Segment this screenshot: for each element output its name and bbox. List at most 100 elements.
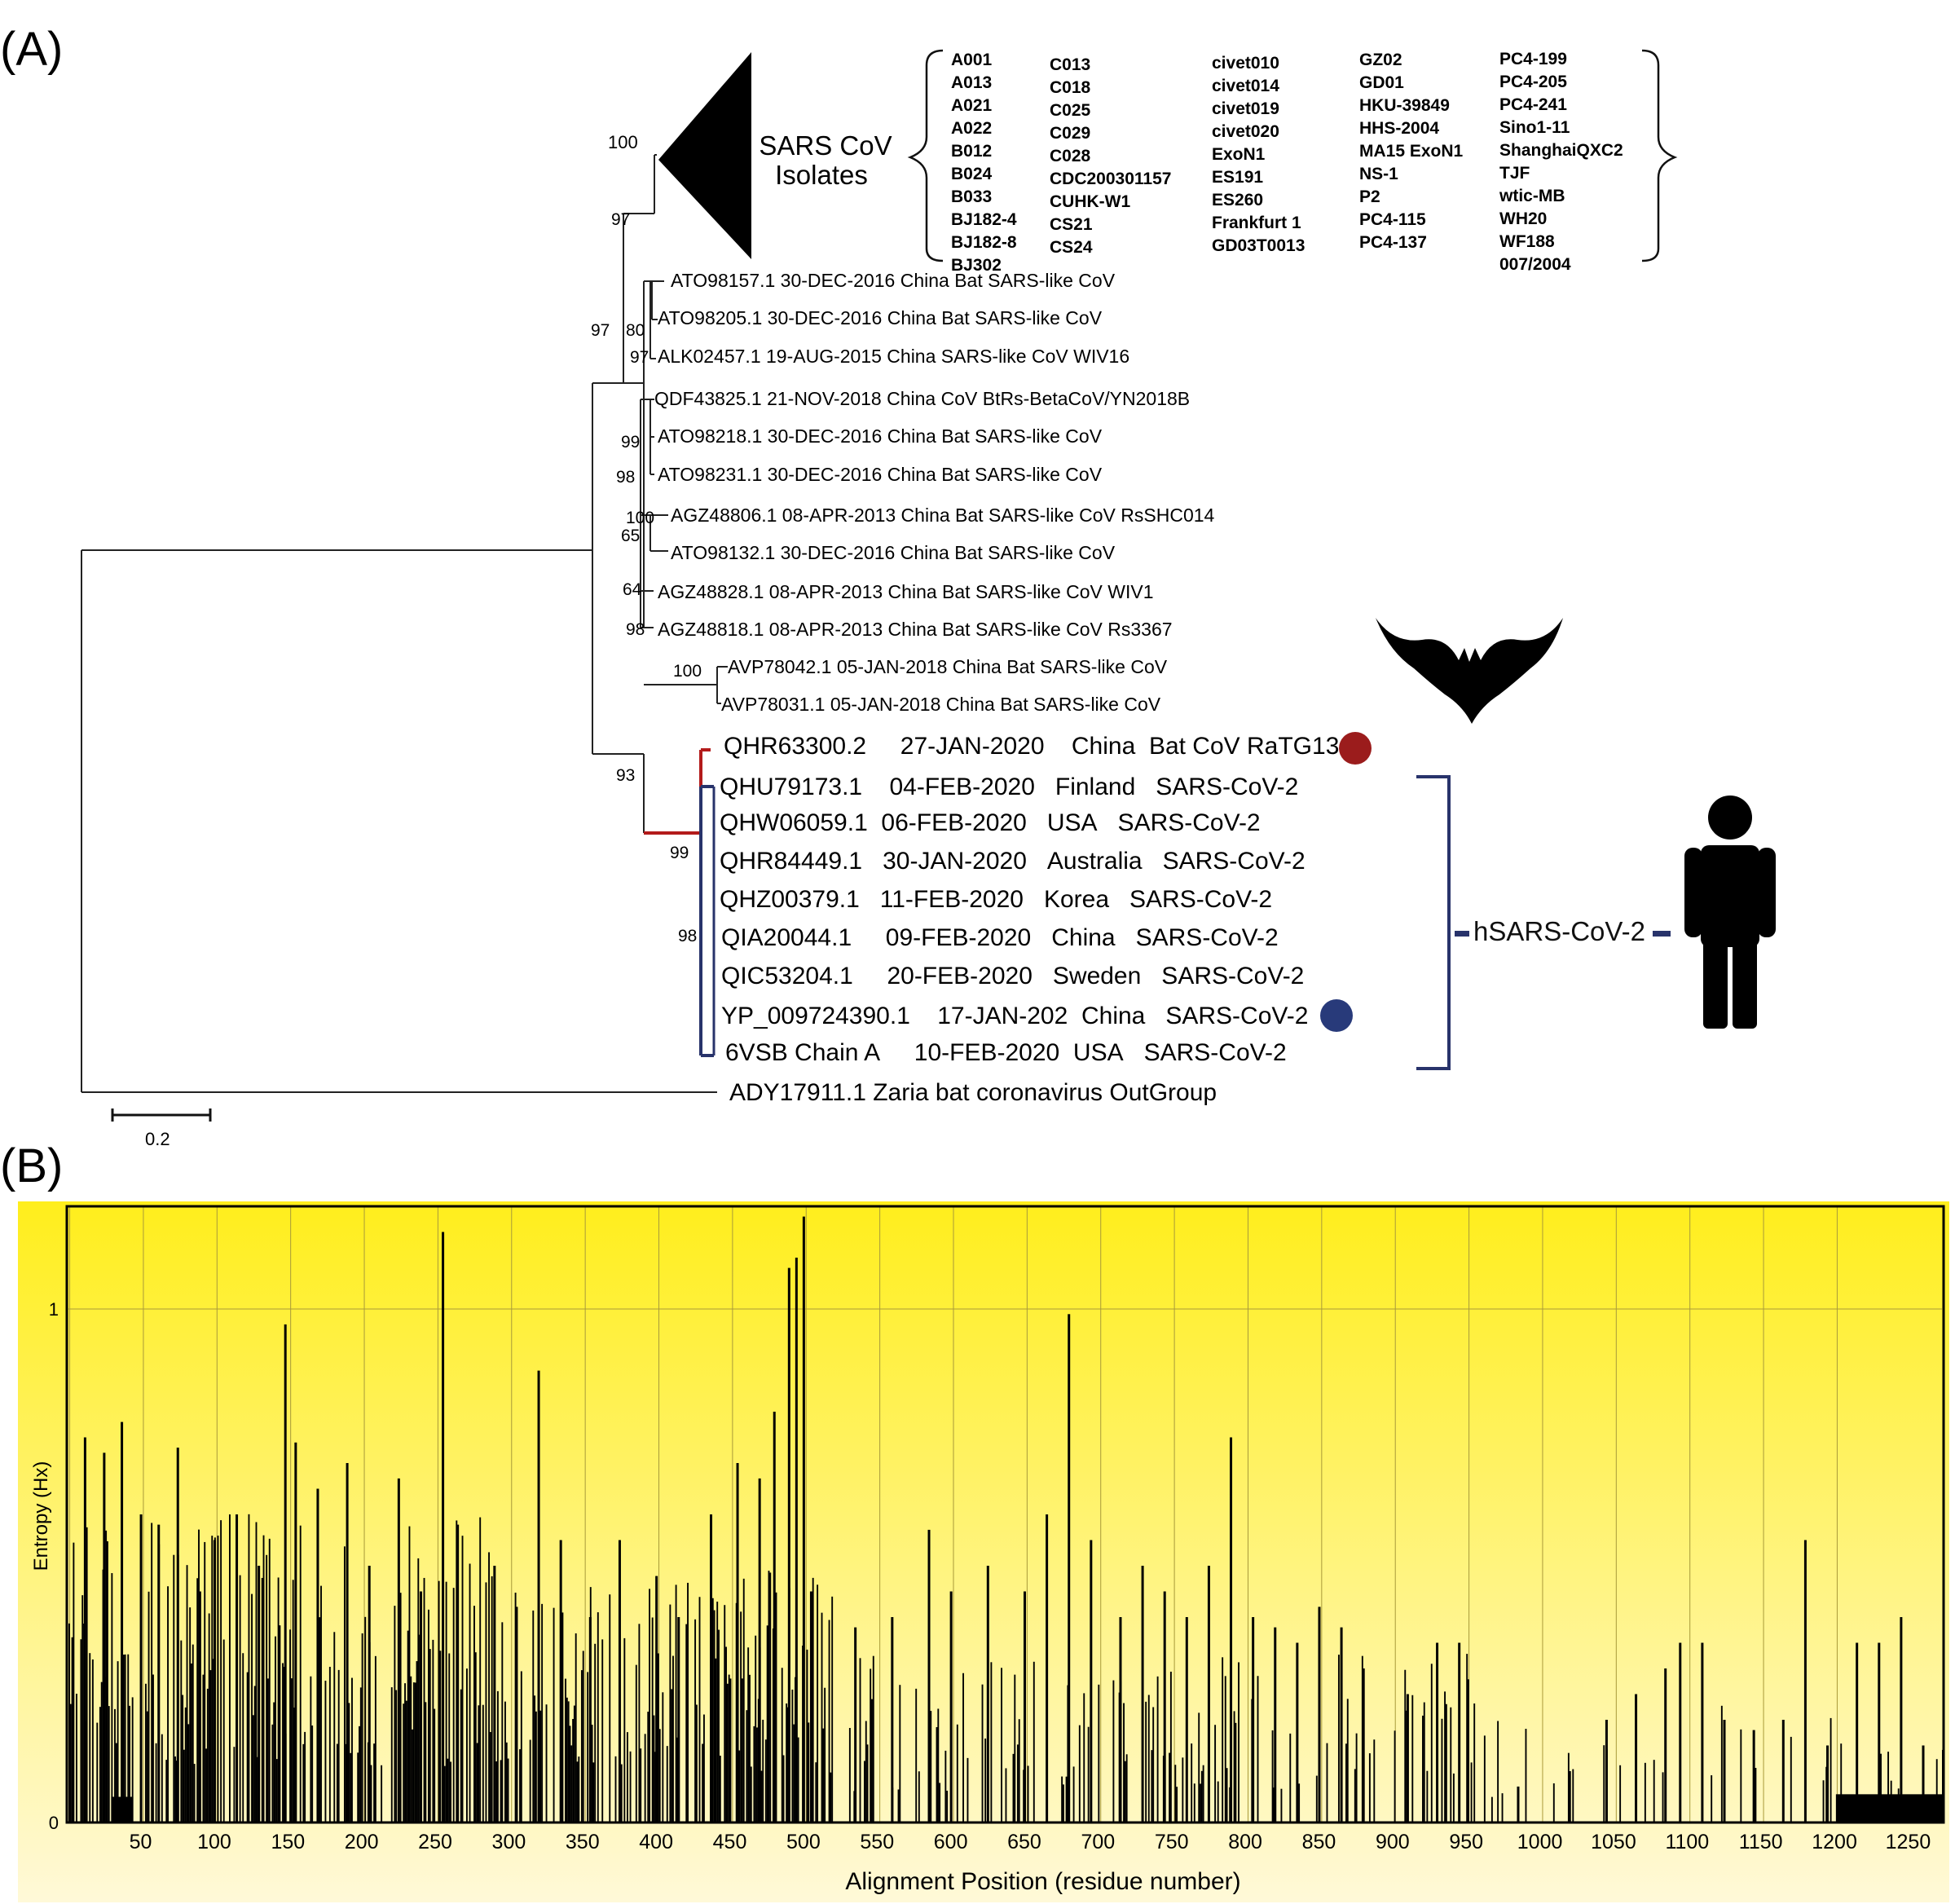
entropy-peak	[157, 1524, 161, 1822]
isolate-label: CDC200301157	[1050, 170, 1171, 188]
ratg13-dot	[1339, 732, 1372, 765]
entropy-bar	[1156, 1676, 1159, 1822]
entropy-bar	[73, 1542, 75, 1822]
entropy-bar	[271, 1724, 274, 1822]
entropy-bar	[311, 1726, 314, 1822]
entropy-bar	[1935, 1759, 1938, 1822]
entropy-peak	[1406, 1694, 1409, 1822]
entropy-bar	[206, 1688, 209, 1822]
entropy-bar	[1373, 1739, 1376, 1822]
entropy-bar	[208, 1613, 210, 1822]
entropy-bar	[742, 1578, 745, 1822]
entropy-bar	[404, 1683, 406, 1822]
entropy-bar	[469, 1563, 471, 1822]
entropy-bar	[277, 1577, 280, 1822]
entropy-bar	[570, 1745, 573, 1822]
entropy-bar	[423, 1577, 425, 1822]
entropy-bar	[638, 1624, 641, 1822]
entropy-bar	[1062, 1784, 1064, 1822]
entropy-bar	[474, 1652, 477, 1822]
entropy-peak	[1679, 1642, 1682, 1822]
entropy-bar	[432, 1639, 434, 1822]
entropy-bar	[131, 1697, 134, 1822]
entropy-bar	[273, 1702, 275, 1822]
entropy-bar	[1326, 1743, 1328, 1822]
entropy-bar	[582, 1651, 584, 1822]
entropy-bar	[476, 1743, 478, 1822]
entropy-bar	[532, 1610, 535, 1822]
entropy-bar	[173, 1554, 175, 1822]
x-tick-label: 950	[1449, 1831, 1483, 1853]
entropy-bar	[71, 1637, 73, 1822]
x-tick-label: 600	[934, 1831, 968, 1853]
leaf-label: ATO98132.1 30-DEC-2016 China Bat SARS-li…	[671, 542, 1116, 563]
entropy-bar	[252, 1715, 254, 1822]
entropy-bar	[1497, 1721, 1499, 1822]
isolate-label: Frankfurt 1	[1212, 214, 1301, 232]
entropy-bar	[489, 1731, 491, 1822]
root-branch	[81, 549, 717, 1093]
entropy-bar	[108, 1706, 110, 1822]
x-tick-label: 850	[1302, 1831, 1336, 1853]
entropy-bar	[870, 1668, 872, 1822]
entropy-bar	[1083, 1693, 1085, 1822]
entropy-peak	[1023, 1591, 1026, 1822]
entropy-bar	[539, 1710, 542, 1822]
entropy-bar	[1112, 1680, 1115, 1822]
entropy-bar	[726, 1683, 729, 1822]
entropy-peak	[1723, 1720, 1726, 1822]
entropy-bar	[1830, 1717, 1832, 1822]
entropy-bar	[507, 1758, 509, 1822]
x-tick-label: 350	[566, 1831, 600, 1853]
isolate-label: wtic-MB	[1499, 187, 1565, 205]
subclade-3	[641, 514, 668, 552]
entropy-peak	[316, 1488, 319, 1822]
entropy-bar	[146, 1711, 148, 1822]
entropy-bar	[918, 1771, 920, 1822]
entropy-peak	[258, 1566, 261, 1822]
entropy-bar	[1012, 1753, 1015, 1822]
isolate-label: 007/2004	[1499, 255, 1571, 274]
entropy-bar	[180, 1640, 183, 1822]
isolate-label: civet014	[1212, 77, 1279, 95]
entropy-bar	[405, 1700, 407, 1822]
entropy-bar	[939, 1783, 941, 1822]
leaf-labels: ATO98157.1 30-DEC-2016 China Bat SARS-li…	[654, 270, 1215, 715]
entropy-bar	[694, 1619, 697, 1822]
bootstrap-value: 64	[623, 580, 642, 599]
x-tick-label: 1150	[1739, 1831, 1783, 1853]
isolate-label: WH20	[1499, 209, 1547, 228]
entropy-peak	[1664, 1668, 1667, 1822]
entropy-peak	[1436, 1642, 1439, 1822]
entropy-bar	[193, 1764, 196, 1822]
entropy-peak	[397, 1478, 400, 1822]
entropy-bar	[189, 1607, 192, 1822]
entropy-bar	[211, 1536, 214, 1822]
isolate-label: civet020	[1212, 122, 1279, 141]
entropy-bar	[407, 1630, 409, 1822]
entropy-bar	[1238, 1662, 1239, 1822]
x-tick-label: 150	[271, 1831, 305, 1853]
entropy-bar	[76, 1693, 77, 1822]
entropy-peak	[1340, 1627, 1343, 1822]
isolate-label: NS-1	[1359, 165, 1398, 183]
x-axis-label: Alignment Position (residue number)	[845, 1868, 1240, 1895]
sars2-leaf-label: YP_009724390.1 17-JAN-202 China SARS-CoV…	[721, 1003, 1308, 1029]
entropy-bar	[68, 1623, 70, 1822]
entropy-bar	[866, 1744, 869, 1822]
entropy-bar	[217, 1536, 219, 1822]
y-tick-label: 1	[49, 1299, 59, 1320]
entropy-bar	[412, 1729, 414, 1822]
sars2-leaf-label: QIA20044.1 09-FEB-2020 China SARS-CoV-2	[721, 924, 1279, 951]
sars2-leaf-label: QHU79173.1 04-FEB-2020 Finland SARS-CoV-…	[720, 774, 1298, 800]
entropy-bar	[534, 1695, 536, 1822]
entropy-bar	[749, 1674, 751, 1822]
y-tick-label: 0	[49, 1813, 59, 1833]
entropy-bar	[567, 1701, 570, 1822]
x-tick-label: 700	[1081, 1831, 1116, 1853]
clade-stem	[654, 154, 657, 214]
x-tick-label: 800	[1228, 1831, 1262, 1853]
entropy-bar	[428, 1609, 429, 1822]
isolate-label: C028	[1050, 147, 1091, 165]
entropy-bar	[1441, 1718, 1443, 1822]
